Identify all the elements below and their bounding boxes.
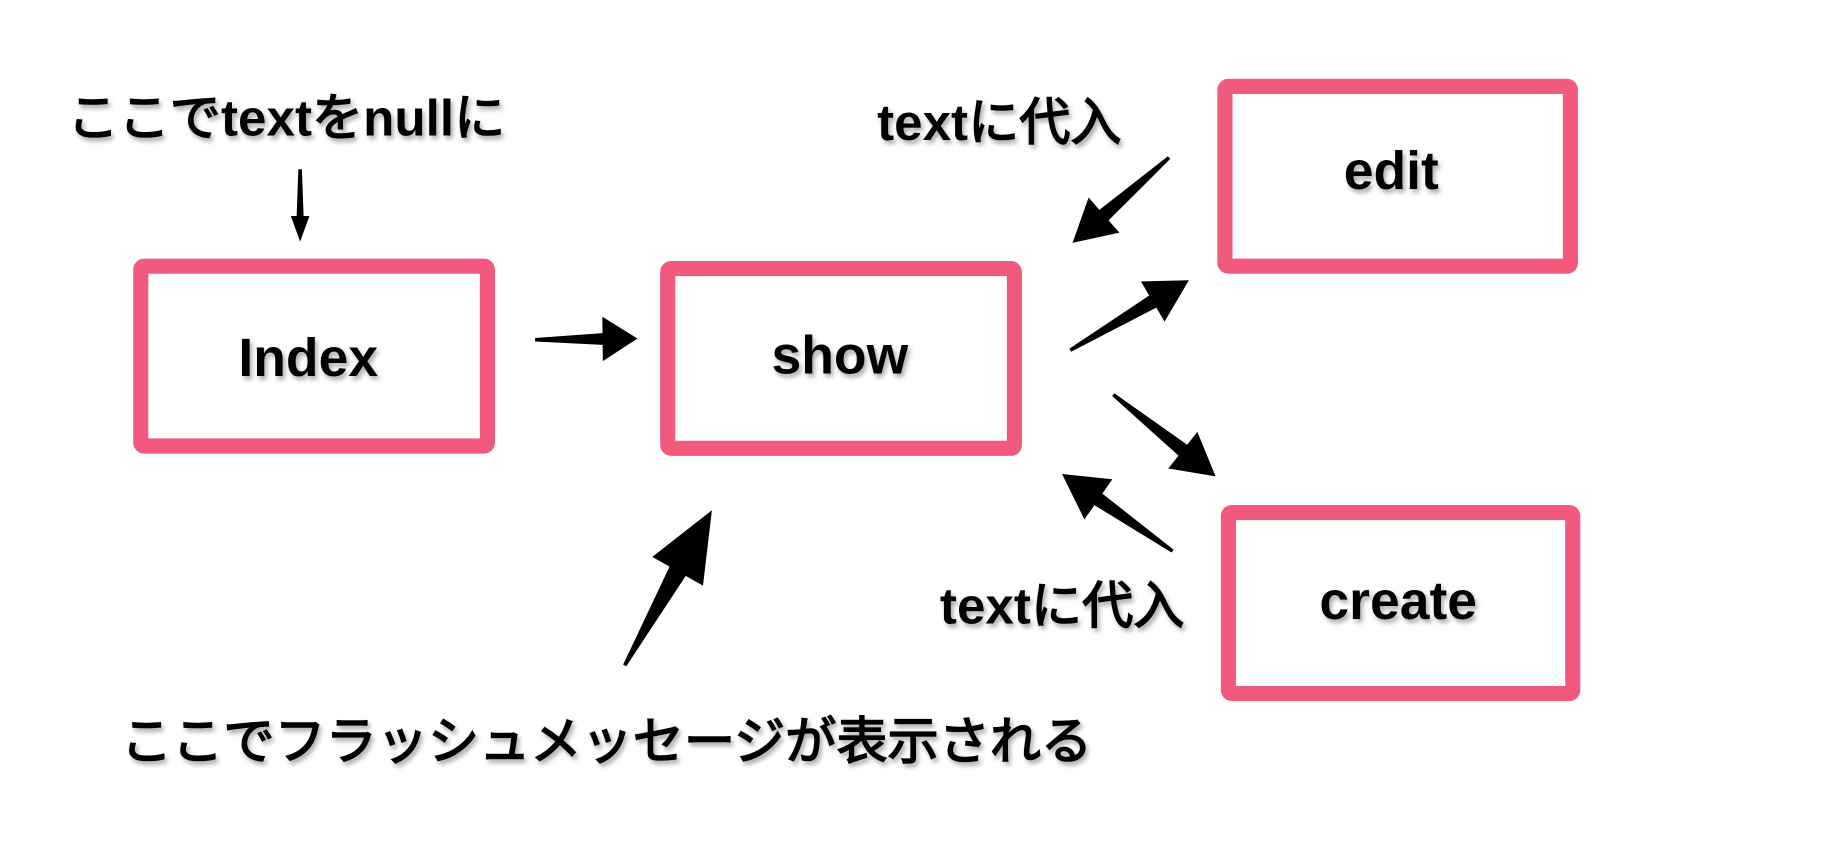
show-box — [660, 260, 1022, 456]
edit-note: textに代入 — [877, 94, 1122, 151]
flash-note: ここでフラッシュメッセージが表示される — [121, 713, 1092, 770]
arrow-show-to-create — [1112, 393, 1216, 477]
node-show: show — [660, 260, 1022, 456]
arrow-note-to-index — [290, 169, 310, 242]
arrow-index-to-show — [535, 316, 638, 362]
create-note: textに代入 — [940, 577, 1185, 634]
node-create: create — [1220, 504, 1581, 702]
arrow-create-to-show — [1062, 474, 1174, 553]
create-box — [1220, 504, 1581, 702]
arrow-show-to-edit — [1069, 280, 1189, 352]
edit-box — [1217, 78, 1578, 274]
index-label: Index — [238, 328, 378, 388]
index-box — [133, 258, 495, 454]
arrow-flash-to-show — [623, 510, 712, 667]
node-index: Index — [133, 258, 495, 454]
show-label: show — [772, 326, 909, 386]
arrow-edit-to-show — [1072, 156, 1171, 243]
arrows — [290, 156, 1216, 667]
edit-label: edit — [1344, 141, 1439, 201]
index-note: ここでtextをnullに — [67, 89, 505, 146]
node-edit: edit — [1217, 78, 1578, 274]
create-label: create — [1319, 571, 1477, 631]
